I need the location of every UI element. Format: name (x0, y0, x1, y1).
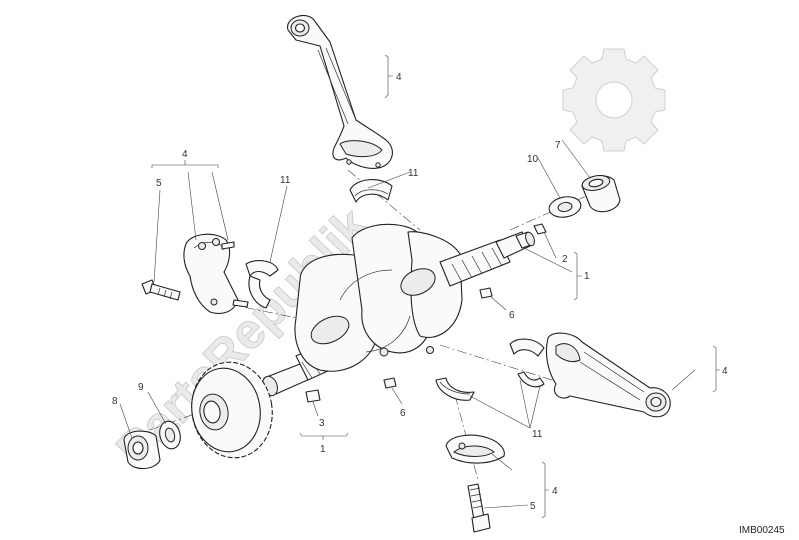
gear (191, 361, 273, 459)
nut-7 (581, 175, 621, 213)
callout-5-bottom: 5 (530, 501, 536, 512)
crankshaft (262, 223, 535, 397)
callout-2: 2 (562, 254, 568, 265)
callout-4-bottom: 4 (552, 486, 558, 497)
callout-9: 9 (138, 382, 144, 393)
leader-lines (119, 54, 720, 519)
callout-11-left: 11 (280, 175, 291, 186)
cap-bolt-bottom (467, 483, 491, 533)
dowel-pin-lower-left (232, 299, 249, 308)
callout-1-right: 1 (584, 271, 590, 282)
callout-4-rod-top: 4 (396, 72, 402, 83)
callout-11-top: 11 (408, 168, 419, 179)
callout-labels: 4 11 7 10 4 5 11 2 1 6 4 9 8 3 1 6 11 5 … (112, 72, 728, 512)
pin-6-upper (479, 287, 493, 299)
callout-6-upper: 6 (509, 310, 515, 321)
washer-9 (159, 420, 181, 450)
nut-8 (123, 430, 161, 470)
dowel-pin-upper-left (221, 241, 235, 250)
callout-11-bottom: 11 (532, 429, 543, 440)
callout-10: 10 (527, 154, 539, 165)
pin-6-lower (383, 377, 397, 389)
connecting-rod-top (287, 15, 393, 169)
image-code-label: IMB00245 (739, 525, 785, 536)
gear-icon (562, 48, 666, 152)
washer-10 (548, 196, 582, 218)
bearing-shell-right (509, 338, 545, 388)
pin-3 (305, 389, 321, 403)
callout-3: 3 (319, 418, 325, 429)
bearing-shell-top (349, 179, 393, 203)
connecting-rod-cap-bottom (445, 434, 505, 464)
connecting-rod-right (545, 332, 671, 418)
bearing-shell-bottom (435, 377, 475, 401)
callout-4-rod-right: 4 (722, 366, 728, 377)
callout-5-left: 5 (156, 178, 162, 189)
cap-bolt-left (141, 279, 181, 301)
bearing-shell-left (245, 260, 279, 309)
callout-1-bottom: 1 (320, 444, 326, 455)
callout-4-group-left: 4 (182, 149, 188, 160)
callout-6-lower: 6 (400, 408, 406, 419)
key-2 (533, 223, 547, 235)
callout-7: 7 (555, 140, 561, 151)
callout-8: 8 (112, 396, 118, 407)
